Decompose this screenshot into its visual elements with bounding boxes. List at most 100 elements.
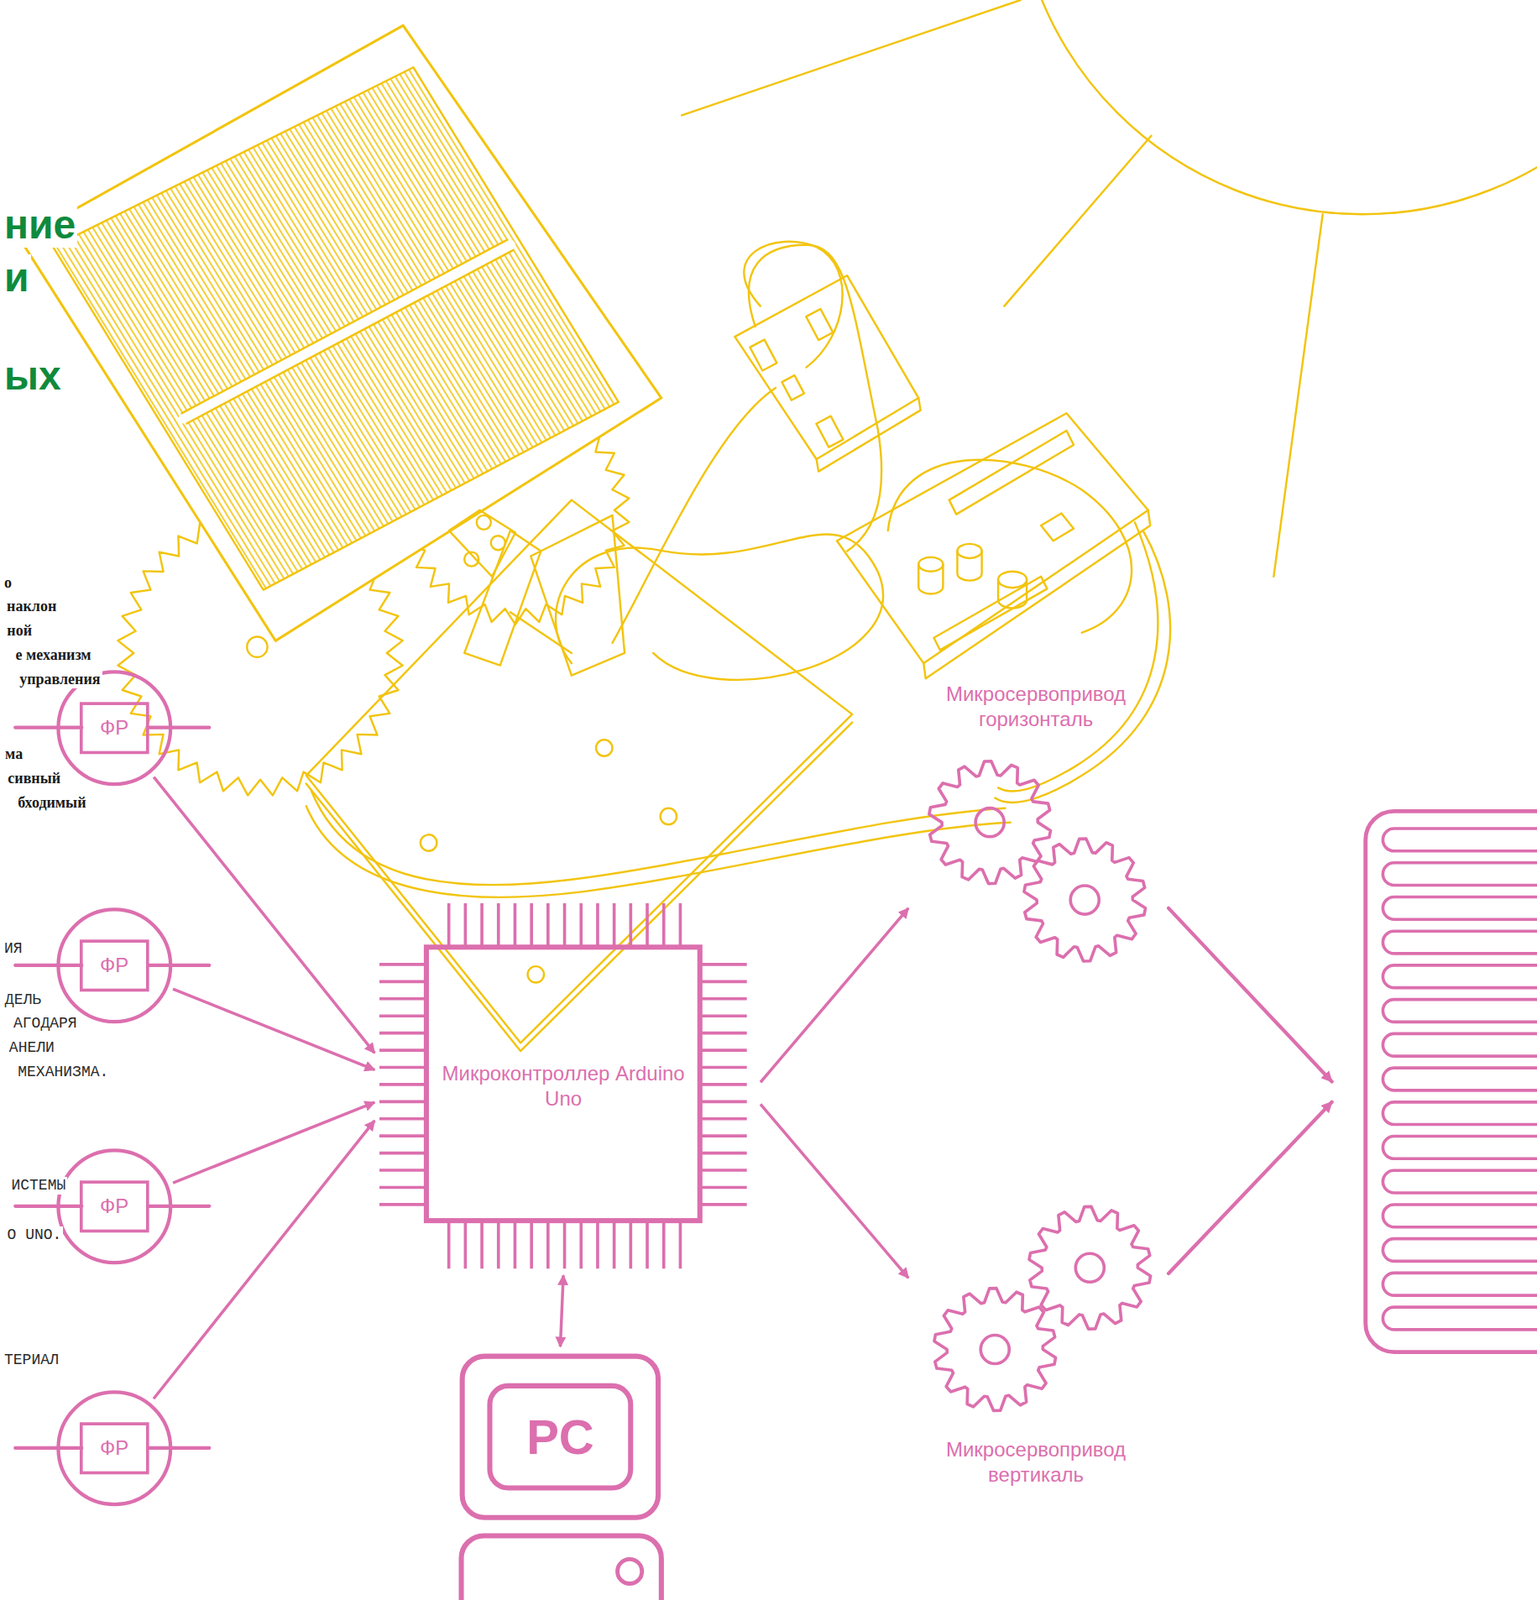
sensor — [781, 375, 804, 400]
heading-fragment: ых — [2, 352, 63, 399]
chip-pin — [700, 1031, 748, 1036]
chip-pin — [612, 1220, 617, 1269]
capacitor — [956, 550, 982, 581]
gear-hole — [1075, 1253, 1104, 1282]
photoresistor-node: ФР — [56, 907, 173, 1025]
chip-pin — [379, 997, 427, 1001]
monitor-frame — [462, 1356, 659, 1518]
text-fragment: ИСТЕМЫ — [9, 1176, 68, 1195]
chip-pin — [679, 903, 683, 947]
solar-cells — [52, 67, 619, 590]
block-label: Микроконтроллер Arduino Uno — [441, 1061, 685, 1112]
panel-cell — [1382, 896, 1537, 920]
circle-outline — [57, 909, 171, 1022]
gear-hole — [980, 1334, 1009, 1364]
gear-hole — [246, 637, 267, 658]
circle-outline — [57, 1150, 171, 1263]
panel-divider — [181, 240, 508, 414]
servo-body — [530, 515, 625, 676]
chip-pin — [580, 903, 584, 947]
chip-pin — [645, 903, 649, 947]
chip-pin — [447, 903, 451, 947]
node-shape — [379, 903, 748, 1269]
chip-pin — [700, 1082, 748, 1087]
node-outline — [57, 909, 171, 1022]
chip-pin — [546, 903, 550, 947]
panel-cell — [1382, 1306, 1537, 1330]
text-fragment: ма — [3, 745, 25, 764]
heading-fragment: и — [2, 254, 32, 301]
bracket-hole — [476, 515, 492, 530]
capacitor — [998, 571, 1027, 588]
panel-divider — [183, 245, 511, 419]
text-fragment: O UNO. — [5, 1226, 64, 1245]
resistor-symbol — [81, 1181, 148, 1231]
lead-wire — [15, 1446, 82, 1450]
chip-pin — [379, 962, 427, 967]
node-outline — [462, 1356, 659, 1518]
solar-panel-symbol — [1365, 810, 1537, 1352]
lead-wire — [147, 963, 210, 968]
chip-pin — [629, 1220, 633, 1269]
screw-hole — [528, 966, 544, 983]
pc-monitor: PC — [459, 1353, 662, 1521]
panel-cell — [1382, 828, 1537, 852]
gear-symbol — [929, 761, 1051, 884]
sun-ray — [681, 0, 1021, 116]
screen-label: PC — [492, 1406, 628, 1469]
component-label: ФР — [84, 715, 144, 741]
node-outline — [57, 1150, 171, 1263]
chip-pin — [700, 1151, 748, 1156]
cable — [311, 790, 1006, 885]
sensor — [805, 308, 833, 340]
panel-cell — [1382, 1067, 1537, 1091]
panel-cell — [1382, 1033, 1537, 1057]
chip-pin — [645, 1220, 649, 1269]
text-fragment: ДЕЛЬ — [3, 991, 43, 1009]
node-outline — [929, 761, 1146, 962]
sun-ray — [1273, 214, 1323, 577]
chip-pin — [379, 1151, 427, 1156]
chip-pin — [700, 962, 748, 967]
wire — [748, 245, 882, 552]
sensor — [749, 339, 777, 371]
gear-symbol — [1024, 838, 1146, 962]
sensor — [815, 416, 843, 448]
chip-pin — [595, 1220, 600, 1269]
screw-hole — [420, 834, 437, 851]
wire — [611, 387, 776, 644]
chip-pin — [700, 980, 748, 984]
text-fragment: е механизм — [14, 646, 94, 664]
chip-pin — [530, 1220, 534, 1269]
capacitor — [998, 579, 1027, 608]
chip-pin — [700, 1134, 748, 1138]
text-fragment: наклон — [5, 597, 58, 616]
panel-cell — [1382, 862, 1537, 886]
circle-outline — [57, 1391, 171, 1505]
chip-pin — [513, 1220, 518, 1269]
chip-pin — [464, 1220, 468, 1269]
monitor-screen — [490, 1385, 632, 1489]
capacitor — [956, 543, 982, 559]
chip-pin — [662, 1220, 666, 1269]
gear-hole — [975, 808, 1004, 837]
chip-pin — [379, 1082, 427, 1087]
node-outline — [57, 1391, 171, 1505]
text-fragment: МЕХАНИЗМА. — [15, 1063, 110, 1082]
chip-pin — [496, 1220, 501, 1269]
block-label: Микросервопривод горизонталь — [914, 681, 1157, 732]
signal-arrow — [153, 1120, 375, 1399]
base-plate-edge — [306, 722, 853, 1051]
text-fragment: АГОДАРЯ — [11, 1014, 79, 1033]
panel-cell — [1382, 965, 1537, 989]
text-fragment: сивный — [5, 769, 63, 788]
signal-arrow — [172, 988, 375, 1070]
text-fragment: управления — [17, 670, 102, 689]
block-label: Микросервопривод вертикаль — [914, 1437, 1157, 1488]
wire — [998, 522, 1158, 791]
chip-part — [1040, 512, 1074, 541]
chip-pin — [480, 1220, 485, 1269]
chip-pin — [379, 1186, 427, 1190]
